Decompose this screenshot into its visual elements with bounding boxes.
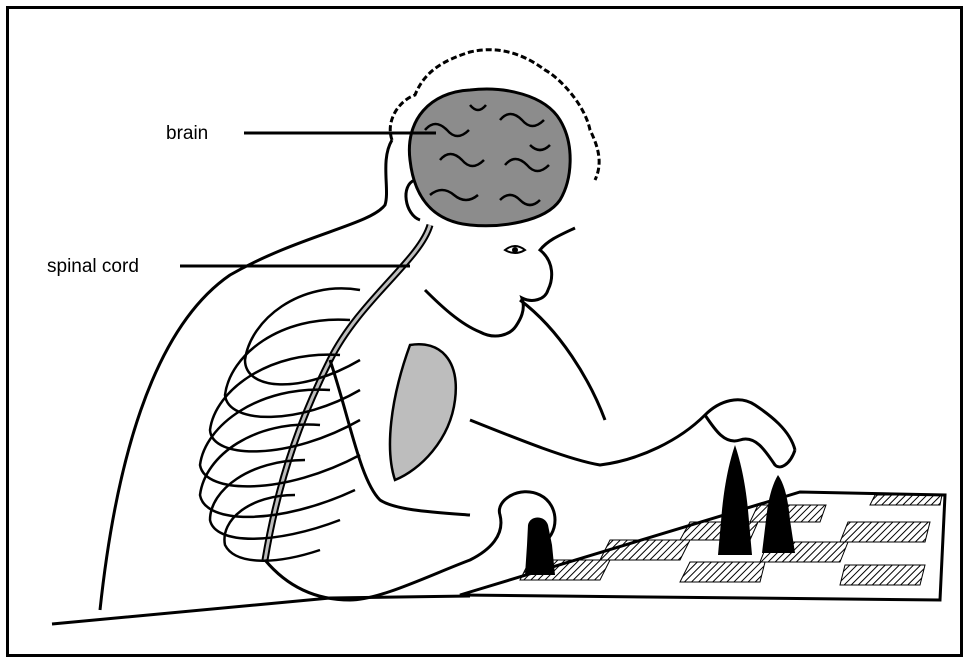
pupil (512, 247, 518, 253)
shoulder-line (520, 300, 605, 420)
sternum (390, 344, 456, 480)
right-hand (705, 415, 795, 467)
right-arm (470, 400, 795, 465)
ribcage (200, 288, 360, 560)
table-edge (52, 596, 470, 624)
brain-label: brain (166, 124, 208, 143)
spinal-cord-label: spinal cord (47, 257, 139, 276)
face-outline (425, 228, 575, 336)
brain-shape (409, 89, 570, 226)
